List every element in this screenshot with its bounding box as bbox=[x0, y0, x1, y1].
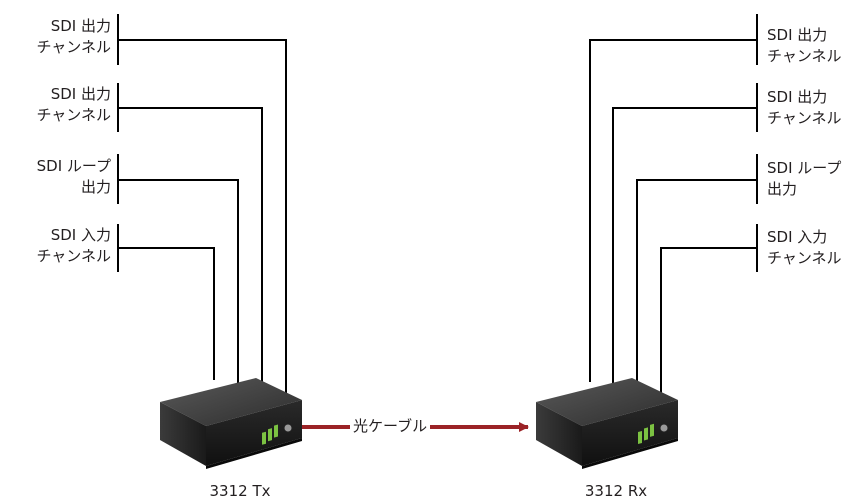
tx-port-label-line2: 出力 bbox=[80, 178, 111, 196]
tx-cable-output-1 bbox=[118, 39, 287, 400]
rx-port-label-input: SDI 入力 チャンネル bbox=[767, 227, 842, 269]
tx-port-label-output-1: SDI 出力 チャンネル bbox=[36, 16, 111, 58]
optical-cable-label: 光ケーブル bbox=[350, 416, 431, 436]
rx-cable-output-1 bbox=[589, 39, 757, 382]
rx-device-label: 3312 Rx bbox=[584, 482, 648, 500]
rx-device-icon bbox=[536, 378, 678, 469]
tx-port-label-line2: チャンネル bbox=[36, 247, 111, 265]
rx-port-label-line2: チャンネル bbox=[767, 109, 842, 127]
tx-cable-loop bbox=[118, 179, 239, 388]
rx-connector-icon bbox=[659, 423, 669, 433]
rx-port-label-line2: チャンネル bbox=[767, 249, 842, 267]
rx-port-label-line1: SDI 入力 bbox=[767, 228, 828, 246]
tx-port-label-line1: SDI 入力 bbox=[50, 226, 111, 244]
tx-status-leds bbox=[262, 424, 278, 445]
rx-port-label-output-2: SDI 出力 チャンネル bbox=[767, 87, 842, 129]
tx-cable-input bbox=[118, 247, 215, 380]
rx-port-label-loop: SDI ループ 出力 bbox=[767, 158, 841, 200]
tx-port-label-input: SDI 入力 チャンネル bbox=[36, 225, 111, 267]
tx-port-label-output-2: SDI 出力 チャンネル bbox=[36, 84, 111, 126]
rx-port-label-line1: SDI 出力 bbox=[767, 26, 828, 44]
rx-cable-input bbox=[660, 247, 757, 402]
tx-port-label-loop: SDI ループ 出力 bbox=[37, 156, 111, 198]
tx-port-label-line1: SDI ループ bbox=[36, 157, 111, 175]
rx-port-label-output-1: SDI 出力 チャンネル bbox=[767, 25, 842, 67]
tx-port-label-line2: チャンネル bbox=[36, 38, 111, 56]
rx-port-label-line2: チャンネル bbox=[767, 47, 842, 65]
tx-device-label: 3312 Tx bbox=[209, 482, 271, 500]
tx-device-icon bbox=[160, 378, 302, 469]
tx-connector-icon bbox=[283, 423, 293, 433]
rx-port-label-line2: 出力 bbox=[767, 180, 798, 198]
tx-cable-output-2 bbox=[118, 107, 263, 395]
rx-cable-loop bbox=[636, 179, 757, 395]
rx-port-label-line1: SDI ループ bbox=[767, 159, 842, 177]
rx-port-label-line1: SDI 出力 bbox=[767, 88, 828, 106]
rx-status-leds bbox=[638, 423, 654, 445]
rx-cable-output-2 bbox=[612, 107, 757, 388]
tx-port-cables bbox=[118, 39, 287, 400]
tx-port-label-line2: チャンネル bbox=[36, 106, 111, 124]
tx-port-label-line1: SDI 出力 bbox=[50, 17, 111, 35]
rx-port-cables bbox=[589, 39, 757, 402]
tx-port-label-line1: SDI 出力 bbox=[50, 85, 111, 103]
